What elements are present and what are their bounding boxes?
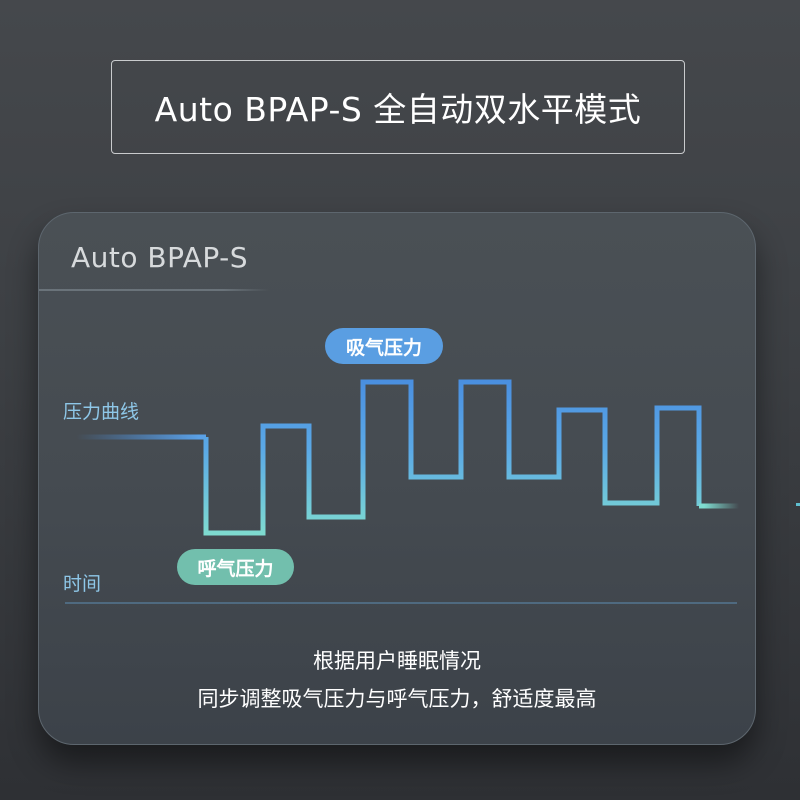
pressure-waveform bbox=[76, 379, 739, 536]
card-title: Auto BPAP-S bbox=[71, 241, 249, 274]
time-axis-line bbox=[65, 602, 737, 604]
x-axis-label: 时间 bbox=[63, 573, 102, 595]
edge-line-fragment bbox=[796, 503, 800, 506]
y-axis-label: 压力曲线 bbox=[63, 401, 140, 423]
inhale-pressure-badge: 吸气压力 bbox=[325, 328, 443, 364]
mode-title: Auto BPAP-S 全自动双水平模式 bbox=[154, 90, 642, 129]
description-line-1: 根据用户睡眠情况 bbox=[313, 649, 481, 673]
card-title-divider bbox=[39, 289, 269, 291]
pressure-curve-card: Auto BPAP-S 压力曲线 时间 吸气压力 呼气压力 根据用户睡眠情况 同… bbox=[38, 212, 756, 745]
exhale-pressure-badge: 呼气压力 bbox=[177, 549, 294, 585]
mode-title-box: Auto BPAP-S 全自动双水平模式 bbox=[111, 60, 685, 154]
description-line-2: 同步调整吸气压力与呼气压力，舒适度最高 bbox=[197, 687, 597, 711]
